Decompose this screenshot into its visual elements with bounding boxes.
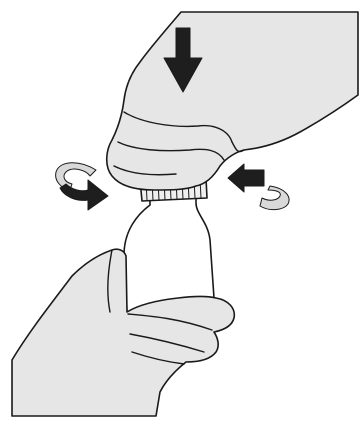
rotate-arrow-left-icon [56,163,108,210]
top-hand [107,12,358,190]
rotate-arrow-right-icon [228,164,289,210]
bottle [124,190,214,312]
